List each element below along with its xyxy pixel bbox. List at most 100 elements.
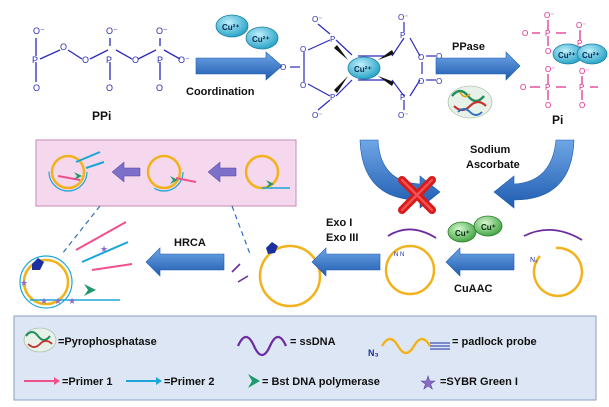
legend-bst-text: = Bst DNA polymerase	[262, 376, 380, 388]
hrca-label: HRCA	[174, 237, 206, 249]
cx-o6: O⁻	[398, 13, 408, 22]
hrca-arrow	[145, 247, 225, 277]
pi-p3: P	[545, 83, 550, 92]
pi-o1: O⁻	[544, 11, 554, 20]
open-padlock-probe: N₃	[523, 229, 584, 298]
cu-ppi-complex-bonds	[290, 22, 436, 111]
cuaac-arrow	[445, 247, 515, 277]
sybr-star-1: ★	[40, 296, 48, 306]
ppi-o-bridge2: O	[132, 55, 139, 65]
sybr-star-icon: ★	[420, 373, 436, 393]
ppi-structure	[35, 38, 181, 82]
hrca-detail-panel	[35, 139, 297, 207]
ligated-probe-with-ssdna: N N	[384, 228, 437, 296]
cuaac-label: CuAAC	[454, 283, 493, 295]
ppi-p2: P	[106, 55, 112, 65]
legend-bst: = Bst DNA polymerase	[248, 374, 380, 388]
sybr-star-3: ★	[68, 296, 76, 306]
sodium-ascorbate-curved-arrow	[493, 139, 575, 209]
cu2-pi-label-a: Cu²⁺	[558, 51, 576, 60]
legend-padlock: N₃ = padlock probe	[368, 336, 537, 358]
ppi-o-right: O⁻	[178, 55, 190, 65]
cu2-center: Cu²⁺	[347, 56, 381, 80]
legend-primer2-text: =Primer 2	[164, 376, 214, 388]
pyrophosphatase-icon	[447, 85, 493, 119]
coordination-arrow	[195, 51, 283, 81]
zoom-line-right	[231, 205, 251, 255]
ppi-o-bottom2: O	[106, 83, 113, 93]
cx-o11: O	[436, 77, 442, 86]
cu2-center-label: Cu²⁺	[354, 65, 372, 74]
ppi-o-bottom1: O	[33, 83, 40, 93]
ppi-atoms: O⁻ P O O O O⁻ P O O O⁻ P O O⁻	[32, 26, 190, 93]
ppi-o-top1: O⁻	[33, 26, 45, 36]
coordination-label: Coordination	[186, 86, 255, 98]
cx-o10: O	[436, 52, 442, 61]
exo-arrow	[311, 247, 381, 277]
cx-o9: O	[418, 77, 424, 86]
triazole-label: N N	[394, 252, 404, 258]
cx-o1: O	[300, 45, 306, 54]
digested-fragments	[231, 263, 249, 283]
blocked-curved-arrow	[359, 139, 441, 209]
legend-primer1: =Primer 1	[24, 376, 112, 388]
sybr-star-5: ★	[100, 244, 108, 254]
pi-label: Pi	[552, 113, 563, 127]
cu1-label-b: Cu⁺	[481, 223, 496, 232]
cu-ppi-atoms: O O O P P O⁻ O⁻ P P O⁻ O⁻ O O O O	[280, 13, 442, 120]
cu1-label-a: Cu⁺	[455, 229, 470, 238]
panel-arrow-left-1	[111, 161, 141, 183]
zoom-line-left	[61, 205, 101, 255]
circular-padlock-probe	[258, 242, 322, 308]
legend-pyrophosphatase-text: =Pyrophosphatase	[58, 336, 157, 348]
panel-step-3	[48, 151, 105, 192]
hrca-product: ★ ★ ★ ★ ★	[19, 221, 133, 309]
cx-o5: O⁻	[312, 111, 322, 120]
cx-o7: O⁻	[398, 111, 408, 120]
pi-o4: O⁻	[576, 21, 586, 30]
exo3-label: Exo III	[326, 232, 358, 244]
ppi-o-bridge1: O	[60, 42, 67, 52]
pi-p2: P	[577, 39, 582, 48]
sodium-label: Sodium	[470, 144, 511, 156]
legend-primer1-text: =Primer 1	[62, 376, 112, 388]
cx-o3: O	[280, 63, 286, 72]
cx-o8: O	[418, 53, 424, 62]
cu2-label-a: Cu²⁺	[222, 23, 240, 32]
legend-sybr-text: =SYBR Green I	[440, 376, 518, 388]
ppi-p1: P	[32, 55, 38, 65]
ppi-o-left: O	[82, 55, 89, 65]
pi-p1: P	[545, 29, 550, 38]
ascorbate-label: Ascorbate	[466, 159, 520, 171]
sybr-star-2: ★	[54, 296, 62, 306]
pi-p4: P	[579, 83, 584, 92]
cx-p1: P	[330, 35, 335, 44]
azide-label-probe: N₃	[530, 257, 538, 264]
legend-ssdna: = ssDNA	[236, 335, 336, 357]
ppi-p3: P	[157, 55, 163, 65]
cx-p2: P	[330, 93, 335, 102]
ppi-label: PPi	[92, 109, 111, 123]
pi-o9: O	[579, 101, 585, 110]
legend-azide-text: N₃	[368, 348, 379, 358]
pi-atoms: O⁻ P O O O⁻ P O⁻ P O O O⁻ P O	[520, 11, 589, 110]
cu2-ions-pi: Cu²⁺ Cu²⁺	[552, 43, 608, 65]
cx-p4: P	[400, 93, 405, 102]
legend-box	[13, 315, 597, 401]
cu1-ions: Cu⁺ Cu⁺	[447, 215, 503, 243]
cu-ppi-wedges	[334, 45, 394, 93]
cx-o2: O	[300, 81, 306, 90]
cx-p3: P	[400, 31, 405, 40]
ppi-o-top2: O⁻	[106, 26, 118, 36]
legend-ssdna-text: = ssDNA	[290, 336, 336, 348]
red-cross-icon	[398, 176, 436, 214]
cx-o4: O⁻	[312, 15, 322, 24]
pi-o3: O	[545, 47, 551, 56]
legend-primer2: =Primer 2	[126, 376, 214, 388]
pi-o6: O	[520, 83, 526, 92]
ppase-arrow	[435, 51, 521, 81]
pi-o8: O⁻	[579, 67, 589, 76]
pi-o2: O	[522, 29, 528, 38]
legend-padlock-text: = padlock probe	[452, 336, 537, 348]
